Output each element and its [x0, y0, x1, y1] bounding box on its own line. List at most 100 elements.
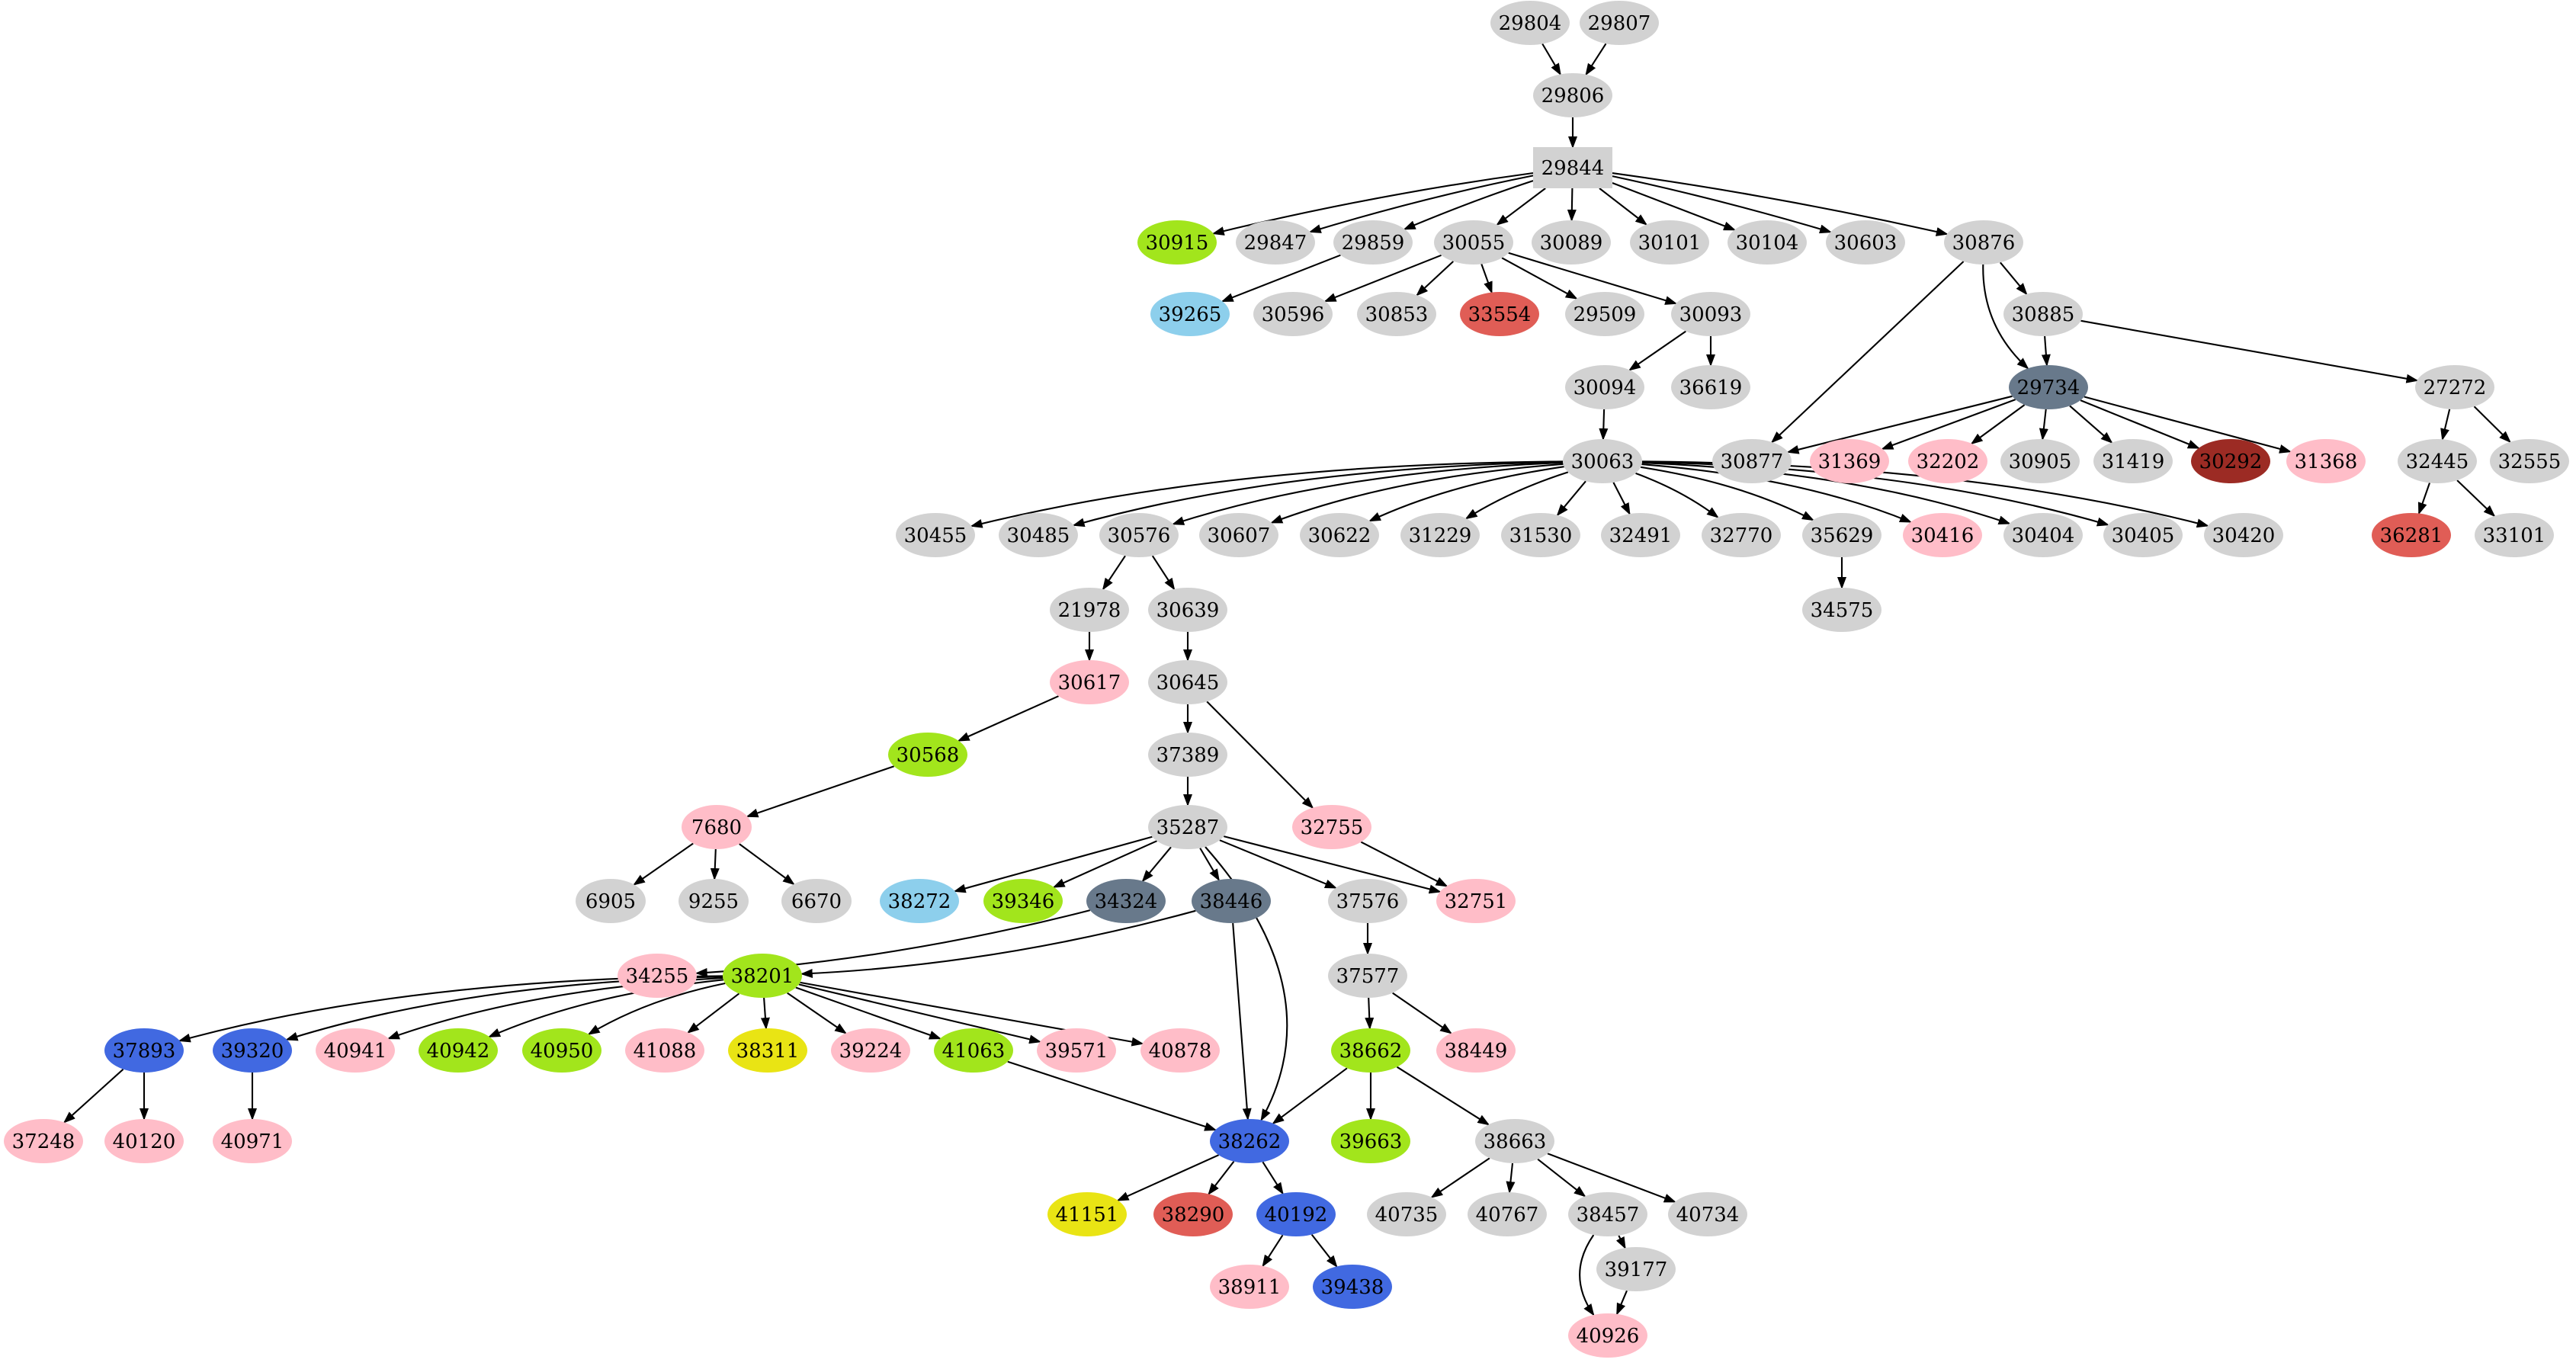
node-ellipse-shape: [1050, 588, 1129, 632]
edge-7680-6905: [633, 842, 694, 886]
node-40971: 40971: [213, 1119, 292, 1163]
node-label: 38446: [1200, 890, 1263, 913]
node-ellipse-shape: [1475, 1119, 1554, 1163]
node-label: 38663: [1484, 1130, 1547, 1153]
edge-30063-30622: [1368, 466, 1564, 522]
node-ellipse-shape: [1236, 220, 1315, 265]
node-37389: 37389: [1148, 733, 1227, 777]
node-ellipse-shape: [1047, 1192, 1127, 1236]
node-30617: 30617: [1050, 660, 1129, 704]
edge-30063-30576: [1172, 461, 1564, 525]
node-label: 41063: [942, 1040, 1006, 1063]
edge-38201-39571: [798, 983, 1042, 1044]
node-30568: 30568: [888, 733, 967, 777]
edge-38262-41151: [1116, 1154, 1220, 1201]
node-label: 30885: [2012, 303, 2075, 326]
node-ellipse-shape: [934, 1028, 1013, 1073]
node-label: 30485: [1007, 524, 1070, 547]
node-label: 29734: [2017, 377, 2080, 399]
edge-30617-30568: [957, 695, 1059, 742]
node-ellipse-shape: [1333, 220, 1413, 265]
node-label: 33554: [1468, 303, 1532, 326]
node-label: 36619: [1679, 377, 1743, 399]
node-label: 34575: [1811, 599, 1874, 622]
edge-38663-40767: [1506, 1162, 1516, 1194]
edge-30063-32770: [1635, 472, 1719, 518]
node-label: 39438: [1321, 1276, 1384, 1299]
edge-29734-30877: [1786, 395, 2013, 454]
node-ellipse-shape: [1712, 439, 1792, 483]
node-label: 40878: [1149, 1040, 1212, 1063]
node-ellipse-shape: [2286, 439, 2366, 483]
node-label: 30292: [2199, 451, 2263, 473]
node-label: 30063: [1571, 451, 1634, 473]
node-30645: 30645: [1148, 660, 1227, 704]
node-32770: 32770: [1702, 513, 1781, 557]
node-label: 32202: [1917, 451, 1980, 473]
node-label: 40734: [1676, 1204, 1740, 1227]
node-32491: 32491: [1601, 513, 1680, 557]
node-label: 30094: [1574, 377, 1637, 399]
node-ellipse-shape: [2009, 365, 2088, 409]
node-41151: 41151: [1047, 1192, 1127, 1236]
node-ellipse-shape: [1328, 879, 1407, 923]
node-34255: 34255: [618, 954, 697, 998]
node-ellipse-shape: [1630, 220, 1709, 265]
node-31369: 31369: [1810, 439, 1889, 483]
node-label: 40942: [427, 1040, 490, 1063]
node-label: 38272: [888, 890, 951, 913]
node-ellipse-shape: [682, 805, 752, 849]
node-ellipse-shape: [2204, 513, 2283, 557]
node-ellipse-shape: [1668, 1192, 1747, 1236]
node-30639: 30639: [1148, 588, 1227, 632]
node-label: 30093: [1679, 303, 1743, 326]
node-30603: 30603: [1826, 220, 1905, 265]
node-40878: 40878: [1140, 1028, 1220, 1073]
node-31530: 31530: [1501, 513, 1580, 557]
node-40735: 40735: [1367, 1192, 1446, 1236]
node-label: 39224: [839, 1040, 903, 1063]
node-ellipse-shape: [213, 1028, 292, 1073]
edge-29734-31369: [1881, 399, 2016, 450]
node-label: 31419: [2102, 451, 2165, 473]
edge-30885-29734: [2041, 335, 2051, 367]
edge-35287-34324: [1141, 846, 1172, 883]
edge-35287-32751: [1223, 835, 1442, 894]
node-label: 30405: [2112, 524, 2175, 547]
edge-29844-30104: [1612, 182, 1737, 231]
node-label: 31368: [2295, 451, 2358, 473]
node-29859: 29859: [1333, 220, 1413, 265]
edge-38201-40950: [587, 982, 726, 1035]
node-label: 27272: [2424, 377, 2487, 399]
node-29847: 29847: [1236, 220, 1315, 265]
node-label: 30645: [1156, 672, 1220, 694]
edge-29807-29806: [1585, 43, 1607, 76]
node-ellipse-shape: [1292, 805, 1371, 849]
node-label: 34255: [626, 965, 689, 988]
edge-38201-39224: [787, 992, 847, 1034]
node-31368: 31368: [2286, 439, 2366, 483]
edge-30063-31530: [1556, 480, 1586, 517]
node-label: 32445: [2406, 451, 2469, 473]
node-ellipse-shape: [1702, 513, 1781, 557]
node-label: 40192: [1265, 1204, 1328, 1227]
node-40941: 40941: [316, 1028, 395, 1073]
node-label: 21978: [1058, 599, 1121, 622]
node-ellipse-shape: [1565, 365, 1644, 409]
edge-29844-30089: [1567, 188, 1577, 222]
node-30405: 30405: [2103, 513, 2183, 557]
node-ellipse-shape: [2000, 439, 2080, 483]
node-label: 6905: [585, 890, 636, 913]
edge-7680-9255: [710, 848, 720, 880]
node-label: 39177: [1605, 1259, 1668, 1281]
node-ellipse-shape: [2415, 365, 2494, 409]
node-label: 32751: [1445, 890, 1508, 913]
node-39224: 39224: [831, 1028, 910, 1073]
node-37893: 37893: [104, 1028, 184, 1073]
node-label: 30404: [2012, 524, 2075, 547]
node-ellipse-shape: [678, 879, 749, 923]
node-27272: 27272: [2415, 365, 2494, 409]
node-39177: 39177: [1596, 1247, 1676, 1291]
node-ellipse-shape: [1050, 660, 1129, 704]
